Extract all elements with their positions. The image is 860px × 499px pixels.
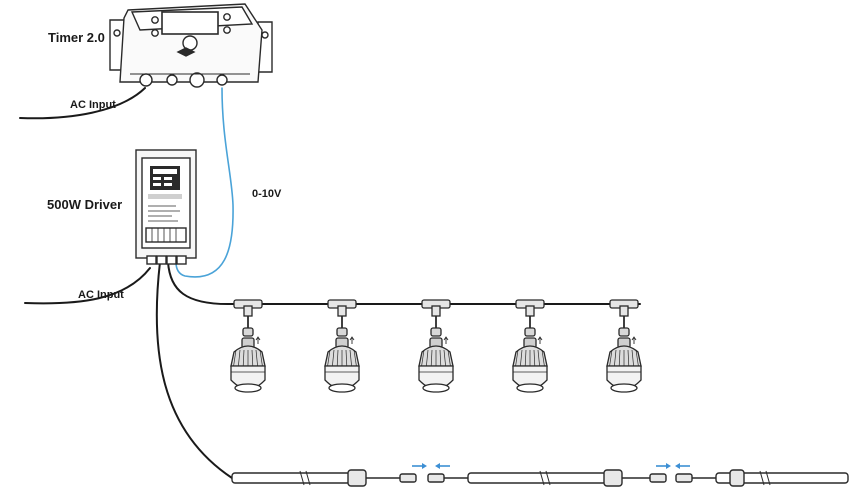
grow-light-fixture-icon (324, 299, 360, 393)
arrow-right-icon (656, 463, 671, 469)
timer-ac-input-cable (19, 87, 146, 120)
driver-label: 500W Driver (47, 197, 123, 212)
arrow-left-icon (675, 463, 690, 469)
grow-light-fixture-icon (512, 299, 548, 393)
driver-ac-input-label: AC Input (78, 289, 124, 301)
connection-arrows (412, 463, 690, 469)
timer-controller-icon (109, 3, 273, 88)
bar-feed-cable (155, 261, 233, 479)
timer-label: Timer 2.0 (48, 30, 105, 45)
grow-light-fixture-icon (230, 299, 266, 393)
led-driver-icon (135, 149, 197, 265)
cables (19, 87, 641, 479)
signal-cable-0-10v (175, 87, 234, 278)
led-light-bar-icon (231, 469, 849, 487)
arrow-left-icon (435, 463, 450, 469)
fixtures-group (230, 299, 642, 393)
fixture-feed-cable (167, 261, 233, 306)
timer-ac-input-label: AC Input (70, 99, 116, 111)
signal-label: 0-10V (252, 188, 282, 200)
grow-light-fixture-icon (418, 299, 454, 393)
driver-ac-input-cable (24, 267, 151, 305)
grow-light-fixture-icon (606, 299, 642, 393)
arrow-right-icon (412, 463, 427, 469)
